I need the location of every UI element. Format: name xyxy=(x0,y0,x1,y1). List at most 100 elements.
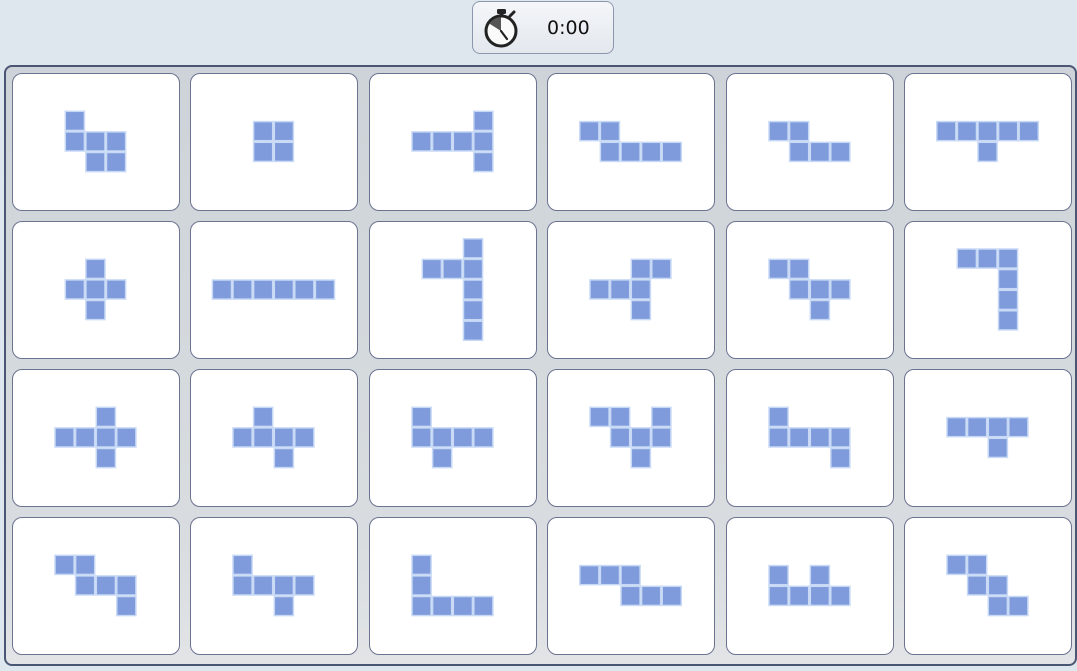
piece-tile[interactable] xyxy=(12,73,180,211)
piece-tile[interactable] xyxy=(12,221,180,359)
piece-tile[interactable] xyxy=(368,221,537,359)
piece-cell xyxy=(452,595,473,617)
piece-cell xyxy=(105,279,127,300)
piece-cell xyxy=(579,564,600,586)
piece-cell xyxy=(829,585,851,607)
piece-tile[interactable] xyxy=(190,221,359,359)
piece-cell xyxy=(273,447,295,469)
piece-cell xyxy=(421,258,442,280)
piece-shape xyxy=(579,564,683,607)
piece-cell xyxy=(987,595,1009,617)
piece-tile[interactable] xyxy=(368,517,537,655)
piece-cell xyxy=(273,595,295,617)
piece-cell xyxy=(74,554,96,576)
piece-tile[interactable] xyxy=(725,73,894,211)
piece-cell xyxy=(85,258,106,280)
piece-cell xyxy=(472,110,494,132)
piece-cell xyxy=(452,427,473,448)
piece-cell xyxy=(788,141,810,163)
piece-cell xyxy=(232,279,254,300)
stopwatch-icon xyxy=(484,9,518,48)
piece-tile[interactable] xyxy=(725,369,894,507)
piece-cell xyxy=(411,427,432,448)
piece-cell xyxy=(579,120,600,142)
piece-tile[interactable] xyxy=(368,369,537,507)
piece-cell xyxy=(997,120,1019,142)
piece-shape xyxy=(767,406,851,469)
piece-cell xyxy=(966,416,988,438)
piece-cell xyxy=(54,554,75,576)
piece-cell xyxy=(85,299,106,321)
piece-cell xyxy=(809,564,830,586)
piece-shape xyxy=(411,110,494,173)
piece-cell xyxy=(105,151,127,173)
piece-tile[interactable] xyxy=(904,73,1072,211)
piece-shape xyxy=(212,279,336,300)
piece-cell xyxy=(232,427,254,448)
piece-tile[interactable] xyxy=(904,517,1072,655)
piece-tile[interactable] xyxy=(547,517,716,655)
piece-cell xyxy=(610,406,631,428)
piece-cell xyxy=(472,427,494,448)
piece-shape xyxy=(767,564,851,607)
piece-tile[interactable] xyxy=(725,517,894,655)
piece-cell xyxy=(630,447,652,469)
piece-cell xyxy=(472,151,494,173)
piece-cell xyxy=(829,447,851,469)
piece-tile[interactable] xyxy=(904,369,1072,507)
piece-tile[interactable] xyxy=(368,73,537,211)
piece-cell xyxy=(651,406,672,428)
piece-cell xyxy=(232,554,254,576)
piece-cell xyxy=(610,427,631,448)
piece-cell xyxy=(946,554,967,576)
piece-shape xyxy=(946,416,1029,459)
piece-cell xyxy=(1008,595,1029,617)
piece-cell xyxy=(966,554,988,576)
piece-cell xyxy=(253,141,274,163)
piece-cell xyxy=(462,299,484,321)
piece-cell xyxy=(620,141,642,163)
piece-tile[interactable] xyxy=(904,221,1072,359)
piece-shape xyxy=(956,248,1019,331)
piece-tile[interactable] xyxy=(725,221,894,359)
piece-cell xyxy=(95,406,117,428)
piece-cell xyxy=(767,427,789,448)
piece-cell xyxy=(767,564,789,586)
piece-tile[interactable] xyxy=(547,369,716,507)
piece-cell xyxy=(74,575,96,596)
piece-tile[interactable] xyxy=(190,73,359,211)
piece-cell xyxy=(809,585,830,607)
piece-cell xyxy=(767,406,789,428)
piece-cell xyxy=(411,406,432,428)
piece-cell xyxy=(232,575,254,596)
piece-cell xyxy=(253,120,274,142)
piece-shape xyxy=(411,406,494,469)
piece-cell xyxy=(441,258,463,280)
piece-tile[interactable] xyxy=(190,369,359,507)
piece-cell xyxy=(767,120,789,142)
piece-cell xyxy=(977,141,998,163)
piece-shape xyxy=(64,258,127,321)
piece-cell xyxy=(85,151,106,173)
piece-cell xyxy=(294,575,316,596)
piece-tile[interactable] xyxy=(12,517,180,655)
piece-cell xyxy=(54,427,75,448)
piece-tile[interactable] xyxy=(12,369,180,507)
piece-cell xyxy=(829,141,851,163)
piece-cell xyxy=(273,279,295,300)
piece-cell xyxy=(116,575,137,596)
piece-shape xyxy=(411,554,494,617)
piece-cell xyxy=(966,575,988,596)
piece-cell xyxy=(788,279,810,300)
piece-cell xyxy=(411,595,432,617)
piece-cell xyxy=(253,406,274,428)
piece-tile[interactable] xyxy=(190,517,359,655)
piece-tile[interactable] xyxy=(547,73,716,211)
piece-cell xyxy=(630,279,652,300)
piece-tile[interactable] xyxy=(547,221,716,359)
piece-cell xyxy=(462,320,484,342)
piece-cell xyxy=(64,131,86,152)
timer-display: 0:00 xyxy=(547,17,590,39)
piece-cell xyxy=(620,564,642,586)
piece-cell xyxy=(411,575,432,596)
